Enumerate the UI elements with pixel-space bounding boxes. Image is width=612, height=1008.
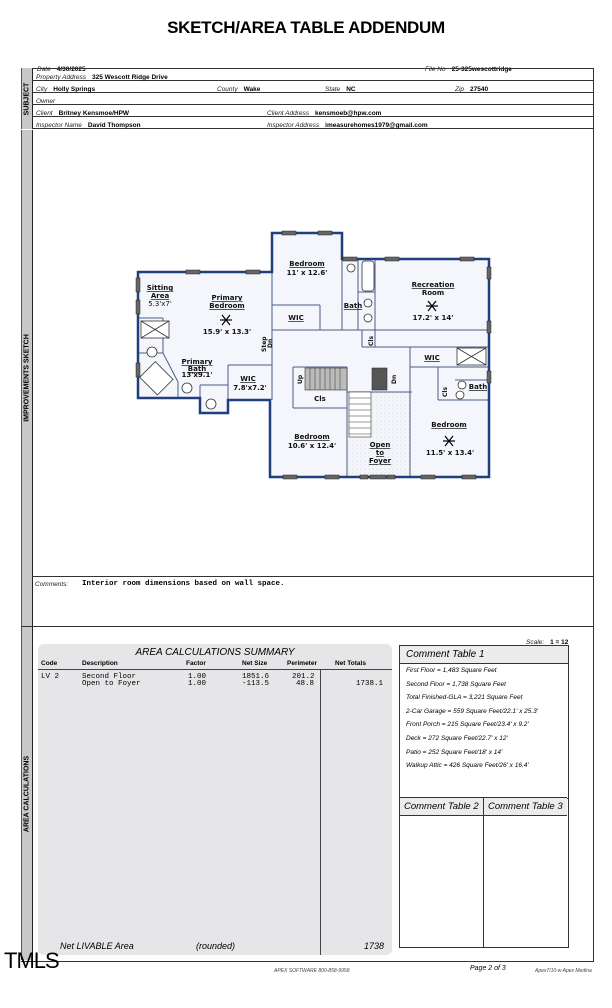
comment-table-1-title: Comment Table 1 — [400, 646, 568, 664]
col-description: Description — [82, 660, 118, 667]
file-no-label: File No — [425, 66, 446, 73]
svg-text:13'x9.1': 13'x9.1' — [182, 371, 213, 379]
form-frame — [21, 68, 594, 962]
svg-text:Up: Up — [297, 374, 304, 384]
svg-text:WIC: WIC — [424, 354, 439, 362]
owner-row: Owner — [32, 93, 593, 105]
svg-text:Bedroom: Bedroom — [431, 421, 466, 429]
scale-indicator: Scale:1 = 12 — [526, 639, 569, 646]
svg-text:to: to — [376, 449, 384, 457]
svg-text:Dn: Dn — [391, 375, 398, 384]
city: Holly Springs — [53, 86, 96, 93]
svg-text:15.9' x 13.3': 15.9' x 13.3' — [203, 328, 251, 336]
svg-text:WIC: WIC — [288, 314, 303, 322]
col-code: Code — [41, 660, 58, 667]
svg-text:7.8'x7.2': 7.8'x7.2' — [233, 384, 267, 392]
comment-table-2: Comment Table 2 — [400, 797, 484, 947]
svg-text:Step: Step — [261, 336, 268, 352]
sketch-section-tab: IMPROVEMENTS SKETCH — [21, 130, 33, 626]
comment-table-3-title: Comment Table 3 — [484, 797, 567, 816]
date-label: Date — [37, 66, 51, 73]
comment-table-1: Comment Table 1 First Floor = 1,483 Squa… — [399, 645, 569, 799]
comments-label: Comments: — [35, 581, 69, 588]
floor-plan-sketch: Sitting Area 5.3'x7' Primary Bedroom 15.… — [32, 130, 593, 575]
comment-line: Walkup Attic = 426 Square Feet/26' x 16.… — [406, 762, 529, 770]
col-net-size: Net Size — [242, 660, 268, 667]
svg-text:Bedroom: Bedroom — [294, 433, 329, 441]
svg-text:11.5' x 13.4': 11.5' x 13.4' — [426, 449, 474, 457]
svg-text:Primary: Primary — [211, 294, 242, 302]
inspector-name: David Thompson — [87, 122, 141, 129]
net-livable-total: 1738 — [364, 941, 385, 951]
comment-line: Patio = 252 Square Feet/18' x 14' — [406, 748, 503, 756]
area-calculations-section-tab: AREA CALCULATIONS — [21, 627, 33, 960]
inspector-address: imeasurehomes1979@gmail.com — [325, 122, 428, 129]
comment-line: Deck = 272 Square Feet/22.7' x 12' — [406, 734, 508, 742]
svg-text:Room: Room — [422, 289, 444, 297]
svg-text:WIC: WIC — [240, 375, 255, 383]
rounded-label: (rounded) — [196, 941, 236, 951]
file-no-value: 25-325wescottridge — [451, 66, 512, 73]
property-address: 325 Wescott Ridge Drive — [91, 74, 168, 81]
section-divider — [21, 626, 593, 627]
scale-value: 1 = 12 — [550, 639, 569, 646]
svg-text:Bedroom: Bedroom — [289, 260, 324, 268]
apex-credit: Apex7/10-w Apex Medina — [535, 968, 592, 974]
comment-table-3: Comment Table 3 — [484, 797, 567, 947]
net-livable-label: Net LIVABLE Area — [60, 941, 134, 951]
date-value: 4/30/2025 — [56, 66, 86, 73]
svg-text:10.6' x 12.4': 10.6' x 12.4' — [288, 442, 336, 450]
svg-text:Cls: Cls — [442, 387, 449, 397]
col-perimeter: Perimeter — [287, 660, 317, 667]
svg-text:Cls: Cls — [314, 395, 326, 403]
zip: 27540 — [470, 86, 489, 93]
svg-text:Area: Area — [151, 292, 170, 300]
software-credit: APEX SOFTWARE 800-858-9958 — [274, 968, 350, 974]
comment-line: Second Floor = 1,738 Square Feet — [406, 680, 506, 688]
col-factor: Factor — [186, 660, 206, 667]
page-title: SKETCH/AREA TABLE ADDENDUM — [167, 18, 445, 37]
svg-text:Bath: Bath — [469, 383, 487, 391]
comments-text: Interior room dimensions based on wall s… — [82, 580, 285, 588]
svg-text:11' x 12.6': 11' x 12.6' — [287, 269, 328, 277]
svg-text:Open: Open — [370, 441, 391, 449]
subject-section-tab: SUBJECT — [21, 68, 33, 129]
comment-line: 2-Car Garage = 559 Square Feet/22.1' x 2… — [406, 707, 539, 715]
comments-box: Comments: Interior room dimensions based… — [32, 576, 593, 627]
svg-text:Bath: Bath — [188, 365, 206, 373]
comment-line: Front Porch = 215 Square Feet/23.4' x 9.… — [406, 721, 529, 729]
svg-text:Primary: Primary — [181, 358, 212, 366]
comment-line: First Floor = 1,483 Square Feet — [406, 667, 497, 674]
state: NC — [346, 86, 356, 93]
svg-text:Bath: Bath — [344, 302, 362, 310]
col-net-totals: Net Totals — [335, 660, 366, 667]
svg-text:Recreation: Recreation — [412, 281, 455, 289]
comment-line: Total Finished-GLA = 3,221 Square Feet — [406, 694, 523, 702]
comment-tables-2-3: Comment Table 2 Comment Table 3 — [399, 797, 569, 948]
area-calculations-summary: AREA CALCULATIONS SUMMARY Code Descripti… — [38, 644, 392, 955]
svg-text:5.3'x7': 5.3'x7' — [148, 300, 172, 308]
svg-text:Foyer: Foyer — [369, 457, 392, 465]
client: Britney Kensmoe/HPW — [58, 110, 130, 117]
svg-text:Sitting: Sitting — [147, 284, 174, 292]
svg-text:17.2' x 14': 17.2' x 14' — [413, 314, 454, 322]
tmls-logo: TMLS — [4, 948, 60, 973]
page-number: Page 2 of 3 — [470, 965, 506, 972]
svg-text:Cls: Cls — [368, 336, 375, 346]
header-row: Date 4/30/2025 File No 25-325wescottridge — [37, 58, 597, 73]
county: Wake — [243, 86, 261, 93]
svg-text:Bedroom: Bedroom — [209, 302, 244, 310]
client-address: kensmoeb@hpw.com — [315, 110, 382, 117]
svg-text:Dn: Dn — [267, 339, 274, 348]
summary-title: AREA CALCULATIONS SUMMARY — [135, 647, 295, 658]
comment-table-2-title: Comment Table 2 — [400, 797, 483, 816]
